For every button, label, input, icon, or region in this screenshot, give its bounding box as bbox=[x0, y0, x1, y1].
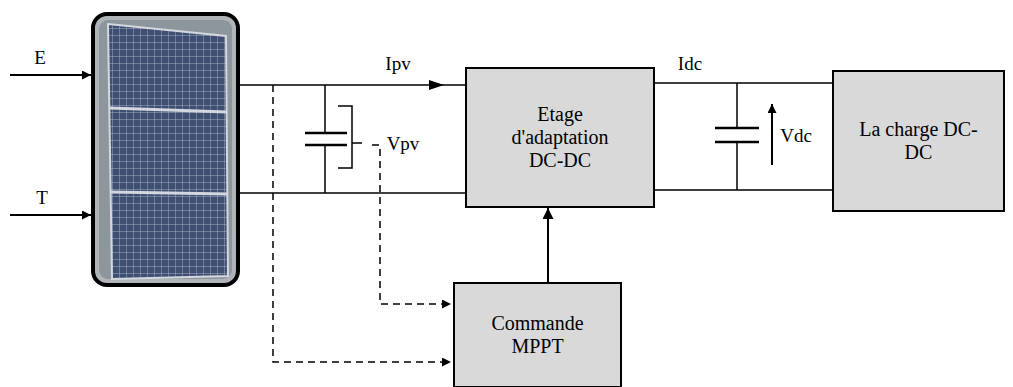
capacitor-symbol bbox=[715, 83, 759, 190]
signal-name: E bbox=[34, 48, 46, 67]
process-box: Etage d'adaptation DC-DC bbox=[465, 67, 655, 208]
signal-name: Idc bbox=[678, 54, 702, 73]
signal-name: T bbox=[36, 188, 48, 207]
signal-name: Vpv bbox=[387, 134, 420, 153]
connector-wire bbox=[655, 82, 832, 84]
voltage-arrow bbox=[771, 104, 773, 165]
measure-line bbox=[372, 145, 451, 304]
signal-name: Ipv bbox=[385, 54, 410, 73]
box-label: Commande MPPT bbox=[480, 312, 595, 358]
connector-wire bbox=[547, 208, 549, 282]
wire bbox=[238, 192, 466, 194]
current-arrow bbox=[429, 80, 444, 90]
capacitor-symbol bbox=[305, 85, 347, 193]
input-arrow bbox=[10, 214, 91, 216]
input-arrow bbox=[10, 74, 91, 76]
solar-panel bbox=[93, 14, 238, 285]
connector-wire bbox=[655, 189, 832, 191]
voltage-sensor bbox=[338, 106, 362, 168]
process-box: La charge DC-DC bbox=[832, 70, 1005, 212]
signal-name: Vdc bbox=[780, 126, 812, 145]
box-label: Etage d'adaptation DC-DC bbox=[495, 103, 625, 172]
box-label: La charge DC-DC bbox=[859, 118, 979, 164]
process-box: Commande MPPT bbox=[453, 282, 622, 387]
measure-line bbox=[273, 85, 451, 362]
